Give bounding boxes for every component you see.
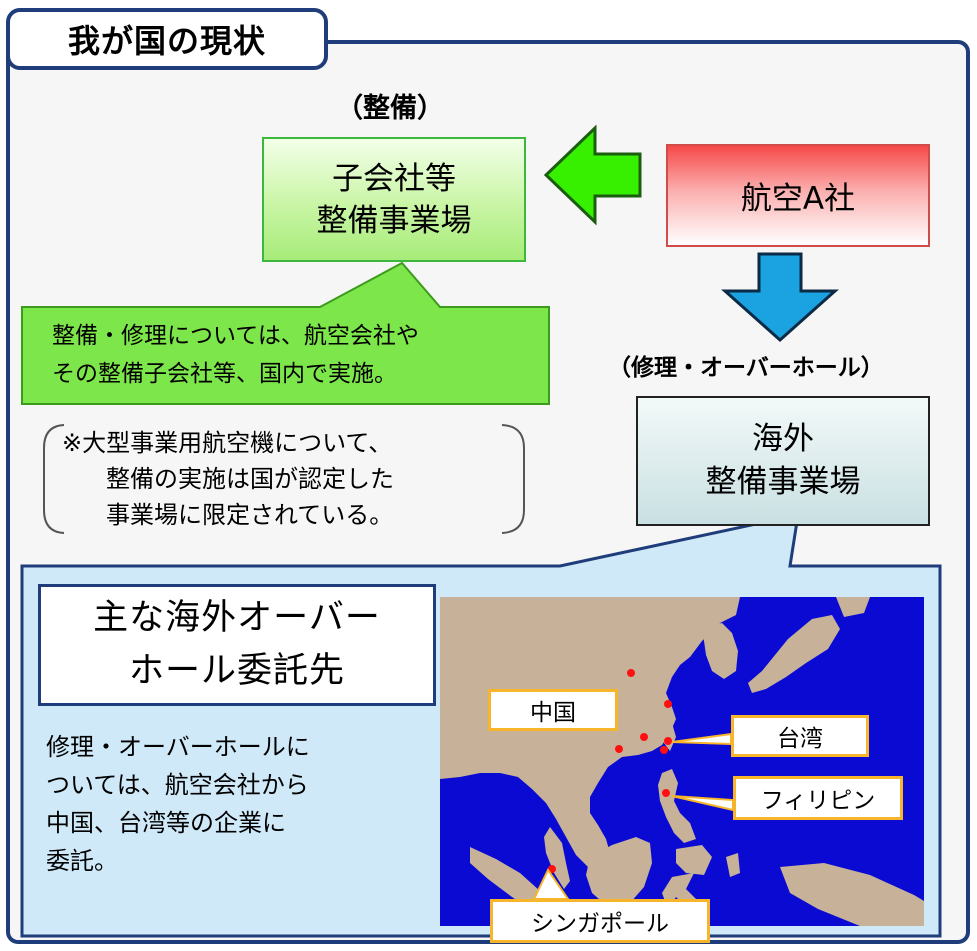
landmass-korea xyxy=(702,623,738,679)
landmass-sumatra xyxy=(470,847,548,913)
page-title-text: 我が国の現状 xyxy=(67,22,266,60)
city-dot xyxy=(664,737,672,745)
desc-line: 委託。 xyxy=(46,847,118,875)
overseas-line: 整備事業場 xyxy=(705,464,861,500)
city-dot xyxy=(662,789,670,797)
subsidiary-line: 整備事業場 xyxy=(316,202,472,239)
airline-box: 航空A社 xyxy=(666,144,930,247)
landmass-new-guinea xyxy=(780,863,924,926)
map-label-text: 中国 xyxy=(530,700,576,726)
callout: 整備・修理については、航空会社や その整備子会社等、国内で実施。 xyxy=(34,313,544,409)
map-label-text: 台湾 xyxy=(777,726,823,752)
note-line: ※大型事業用航空機について、 xyxy=(62,429,393,457)
city-dot xyxy=(640,733,648,741)
overseas-panel-title: 主な海外オーバー ホール委託先 xyxy=(38,584,436,706)
subsidiary-line: 子会社等 xyxy=(332,160,456,197)
city-dot xyxy=(664,700,672,708)
landmass-mindanao xyxy=(676,845,712,875)
overseas-panel-description: 修理・オーバーホールに ついては、航空会社から 中国、台湾等の企業に 委託。 xyxy=(46,728,426,880)
map-label-singapore: シンガポール xyxy=(490,899,710,943)
desc-line: 中国、台湾等の企業に xyxy=(46,809,286,837)
callout-line: 整備・修理については、航空会社や xyxy=(52,323,419,349)
city-dot xyxy=(627,669,635,677)
asia-map-graphic xyxy=(440,597,924,926)
landmass-japan xyxy=(748,615,840,693)
desc-line: ついては、航空会社から xyxy=(46,771,309,799)
airline-label: 航空A社 xyxy=(740,181,856,217)
desc-line: 修理・オーバーホールに xyxy=(46,733,310,761)
callout-line: その整備子会社等、国内で実施。 xyxy=(52,361,397,387)
asia-map xyxy=(440,597,924,926)
landmass-borneo xyxy=(586,837,652,907)
overseas-line: 海外 xyxy=(752,421,814,457)
page-title: 我が国の現状 xyxy=(6,8,328,70)
landmass-mainland xyxy=(440,597,740,867)
note: ※大型事業用航空機について、 整備の実施は国が認定した 事業場に限定されている。 xyxy=(46,425,516,535)
subsidiary-maintenance-box: 子会社等 整備事業場 xyxy=(262,137,526,262)
city-dot xyxy=(615,745,623,753)
panel-title-line: ホール委託先 xyxy=(128,651,345,691)
landmass-hokkaido xyxy=(836,597,870,617)
landmass-philippines xyxy=(658,769,696,843)
city-dot xyxy=(548,865,556,873)
landmass-halmahera xyxy=(726,853,740,877)
map-label-text: シンガポール xyxy=(531,911,669,937)
map-label-taiwan: 台湾 xyxy=(731,715,869,757)
note-line: 事業場に限定されている。 xyxy=(106,501,394,529)
map-label-china: 中国 xyxy=(488,689,618,731)
note-line: 整備の実施は国が認定した xyxy=(106,465,394,493)
maintenance-label: （整備） xyxy=(336,93,444,124)
panel-title-line: 主な海外オーバー xyxy=(93,598,381,638)
map-label-text: フィリピン xyxy=(760,788,876,814)
city-dot xyxy=(660,746,668,754)
map-label-philippines: フィリピン xyxy=(733,776,903,820)
overseas-maintenance-box: 海外 整備事業場 xyxy=(636,396,930,526)
overhaul-label: （修理・オーバーホール） xyxy=(608,355,884,381)
